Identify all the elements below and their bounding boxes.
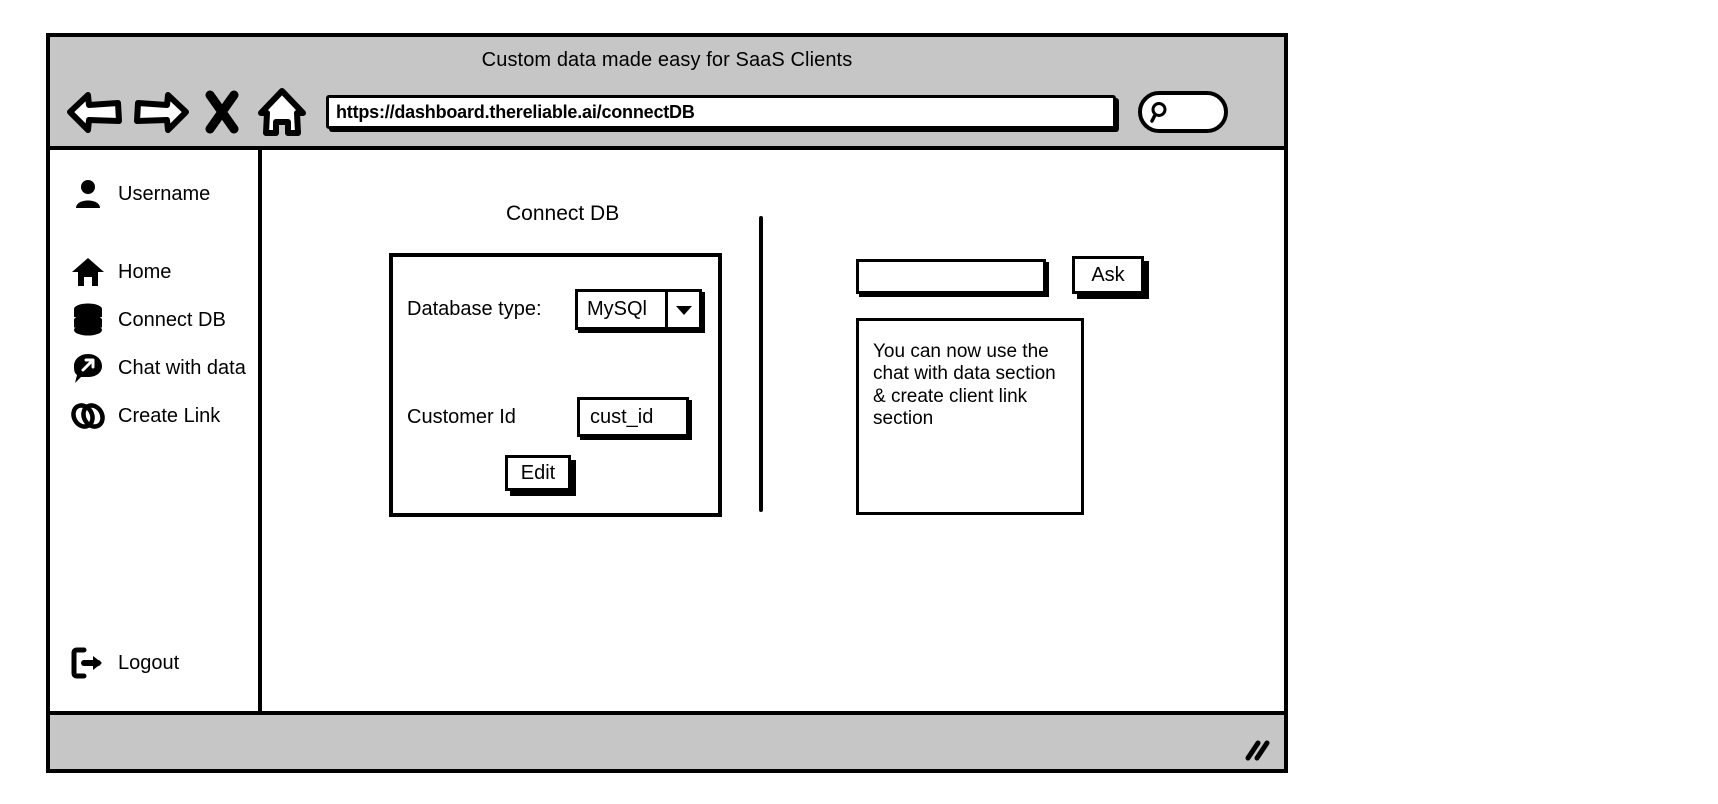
sidebar-item-label: Home	[118, 260, 172, 283]
connect-db-form: Database type: MySQl Customer Id	[389, 253, 722, 517]
sidebar: Username Home	[50, 150, 262, 711]
browser-window: Custom data made easy for SaaS Clients	[46, 33, 1288, 773]
chat-bubble-icon	[66, 352, 110, 384]
sidebar-item-label: Connect DB	[118, 308, 226, 331]
sidebar-item-home[interactable]: Home	[50, 248, 258, 296]
address-bar[interactable]: https://dashboard.thereliable.ai/connect…	[326, 95, 1116, 129]
customer-id-value: cust_id	[590, 405, 654, 428]
search-input[interactable]	[1138, 91, 1228, 133]
customer-id-row: Customer Id cust_id	[407, 397, 689, 437]
browser-toolbar: https://dashboard.thereliable.ai/connect…	[50, 79, 1284, 145]
page-title: Connect DB	[506, 202, 620, 225]
customer-id-label: Customer Id	[407, 405, 516, 428]
chat-output-message: You can now use the chat with data secti…	[873, 341, 1056, 430]
link-chain-icon	[66, 401, 110, 431]
chat-output-panel: You can now use the chat with data secti…	[856, 318, 1084, 515]
sidebar-item-chat-with-data[interactable]: Chat with data	[50, 344, 258, 392]
database-type-label: Database type:	[407, 298, 542, 320]
user-icon	[66, 179, 110, 209]
browser-body: Username Home	[50, 150, 1284, 711]
database-icon	[66, 303, 110, 337]
window-title: Custom data made easy for SaaS Clients	[481, 49, 853, 71]
database-type-select-value-box[interactable]: MySQl	[575, 289, 668, 330]
chevron-down-icon[interactable]	[668, 289, 702, 330]
close-x-icon[interactable]	[202, 87, 242, 137]
browser-chrome: Custom data made easy for SaaS Clients	[50, 37, 1284, 150]
resize-grip-icon[interactable]	[1242, 739, 1270, 761]
sidebar-item-logout[interactable]: Logout	[50, 639, 258, 687]
database-type-select[interactable]: MySQl	[575, 289, 702, 330]
sidebar-item-label: Create Link	[118, 404, 221, 427]
home-icon[interactable]	[256, 85, 308, 139]
database-type-value: MySQl	[587, 298, 647, 320]
ask-button[interactable]: Ask	[1072, 256, 1144, 294]
customer-id-input[interactable]: cust_id	[577, 397, 689, 437]
back-arrow-icon[interactable]	[66, 87, 124, 137]
sidebar-username-label: Username	[118, 182, 211, 205]
status-bar	[50, 711, 1284, 769]
search-icon	[1150, 102, 1167, 123]
sidebar-item-label: Chat with data	[118, 356, 246, 379]
home-icon	[66, 256, 110, 288]
edit-button[interactable]: Edit	[505, 455, 571, 491]
logout-icon	[66, 647, 110, 679]
sidebar-logout-label: Logout	[118, 651, 180, 674]
sidebar-item-create-link[interactable]: Create Link	[50, 392, 258, 440]
content-area: Connect DB Database type: MySQl	[262, 150, 1284, 711]
edit-button-label: Edit	[520, 461, 556, 484]
sidebar-item-username[interactable]: Username	[50, 170, 258, 218]
ask-button-label: Ask	[1091, 263, 1125, 286]
forward-arrow-icon[interactable]	[132, 87, 190, 137]
column-divider	[759, 216, 763, 512]
url-text: https://dashboard.thereliable.ai/connect…	[336, 101, 695, 122]
database-type-row: Database type: MySQl	[407, 289, 702, 330]
sidebar-item-connect-db[interactable]: Connect DB	[50, 296, 258, 344]
ask-input[interactable]	[856, 259, 1046, 294]
